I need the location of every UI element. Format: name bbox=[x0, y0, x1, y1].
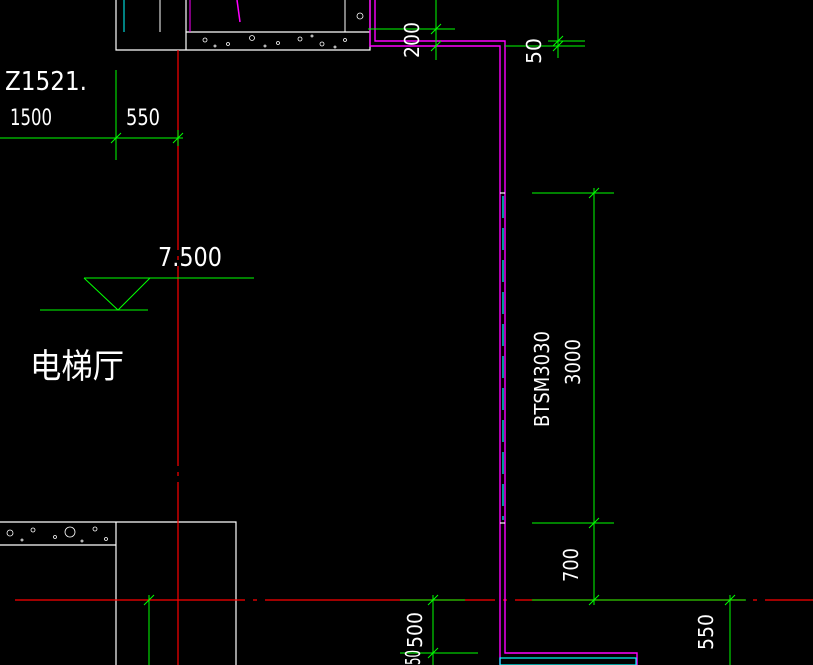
dimension-lines bbox=[0, 0, 746, 665]
bottom-hatch bbox=[6, 526, 108, 543]
dimension-50-label: 50 bbox=[522, 38, 546, 64]
window-tag-label: Z1521. bbox=[5, 67, 87, 97]
room-name-label: 电梯厅 bbox=[30, 347, 124, 387]
top-structure-block bbox=[115, 0, 371, 51]
dimension-550-bottom-label: 550 bbox=[694, 614, 718, 650]
dimension-700-label: 700 bbox=[559, 548, 583, 582]
dimension-1500-label: 1500 bbox=[10, 106, 52, 131]
dimension-550-top-label: 550 bbox=[126, 106, 160, 131]
dimension-500-label: 500 bbox=[403, 612, 427, 648]
window-opening bbox=[499, 192, 637, 665]
axis-lines bbox=[15, 50, 813, 665]
dimension-50-small-label: 50 bbox=[401, 650, 425, 665]
window-code-label: BTSM3030 bbox=[530, 331, 554, 427]
bottom-structure-block bbox=[0, 521, 237, 665]
annotations: Z1521. 1500 550 7.500 电梯厅 200 50 BTSM303… bbox=[5, 22, 718, 665]
wall-lines bbox=[369, 0, 638, 665]
elevation-label: 7.500 bbox=[158, 243, 222, 273]
top-hatch bbox=[202, 12, 364, 49]
dimension-3000-label: 3000 bbox=[561, 339, 585, 385]
dimension-200-label: 200 bbox=[400, 22, 424, 58]
